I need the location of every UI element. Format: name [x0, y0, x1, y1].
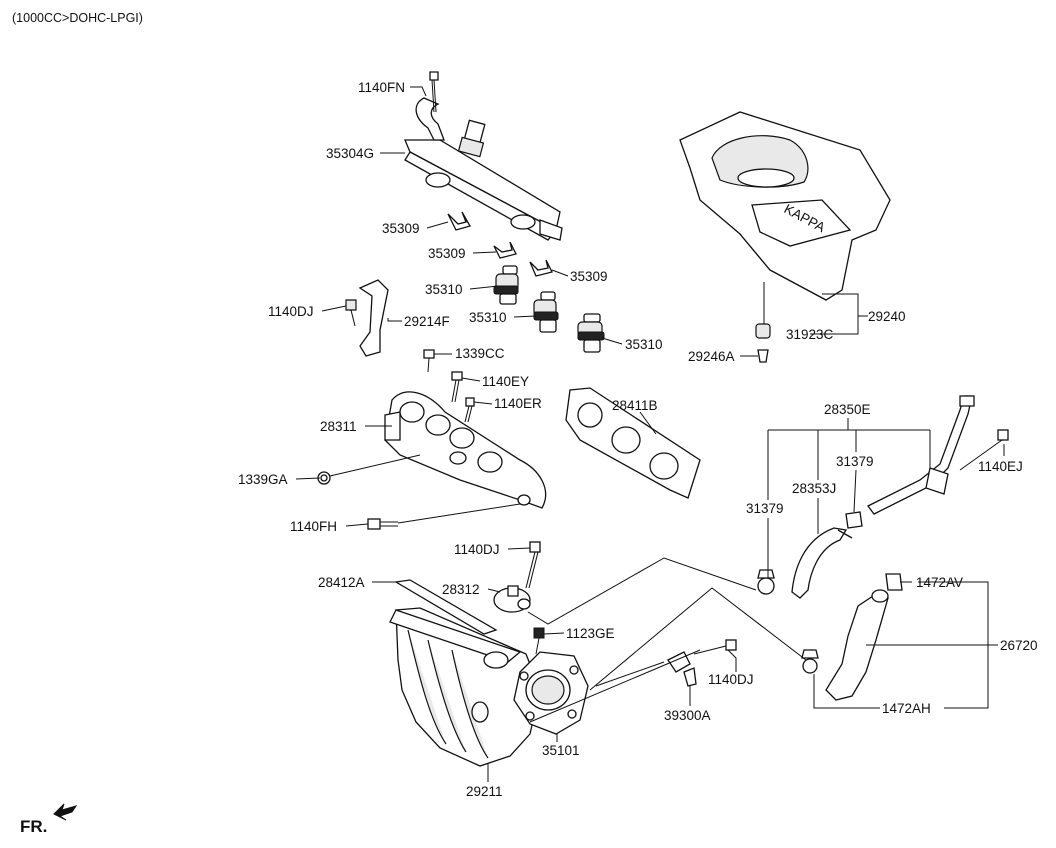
- label-1339ga: 1339GA: [238, 472, 288, 487]
- clamp-1472ah: [801, 649, 819, 674]
- clamp-31379-a: [757, 569, 775, 595]
- label-1339cc: 1339CC: [455, 346, 505, 361]
- label-35310-c: 35310: [625, 337, 663, 352]
- clamp-31379-b: [845, 511, 863, 529]
- label-35310-b: 35310: [469, 310, 507, 325]
- gasket-28412a: [394, 579, 498, 635]
- label-1140dj-a: 1140DJ: [268, 304, 314, 319]
- bolt-1123ge: [533, 627, 545, 655]
- hose-28353j: [791, 527, 853, 599]
- clip-35309-a: [447, 211, 471, 231]
- label-35309-a: 35309: [382, 221, 420, 236]
- injector-35310-a: [493, 265, 519, 305]
- label-28350e: 28350E: [824, 402, 871, 417]
- label-28412a: 28412A: [318, 575, 365, 590]
- label-1140fn: 1140FN: [358, 80, 405, 95]
- intake-manifold-29211: [389, 607, 541, 767]
- label-35309-b: 35309: [428, 246, 466, 261]
- gasket-28411b: [565, 387, 701, 499]
- label-35309-c: 35309: [570, 269, 608, 284]
- label-28411b: 28411B: [612, 398, 658, 413]
- hose-26720: [825, 589, 889, 701]
- label-39300a: 39300A: [664, 708, 711, 723]
- label-1140er: 1140ER: [494, 396, 542, 411]
- label-26720: 26720: [1000, 638, 1038, 653]
- label-31379-b: 31379: [836, 454, 874, 469]
- label-28311: 28311: [320, 419, 357, 434]
- label-1140fh: 1140FH: [290, 519, 337, 534]
- clamp-1472av: [885, 573, 903, 591]
- label-1140ey: 1140EY: [482, 374, 529, 389]
- label-1472av: 1472AV: [916, 575, 963, 590]
- label-29240: 29240: [868, 309, 906, 324]
- label-35310-a: 35310: [425, 282, 463, 297]
- stud-1140ey: [451, 371, 463, 403]
- engine-spec-title: (1000CC>DOHC-LPGI): [12, 11, 143, 25]
- label-28312: 28312: [442, 582, 480, 597]
- nut-1339cc: [423, 349, 435, 373]
- injector-35310-b: [533, 291, 559, 333]
- front-arrow-icon: [53, 803, 78, 821]
- bolt-1140fn: [429, 71, 439, 113]
- bolt-1140ej: [959, 429, 1009, 471]
- exhaust-manifold-28311: [384, 391, 547, 509]
- stud-1140er: [464, 397, 475, 423]
- part-28312: [493, 585, 531, 613]
- clip-35309-c: [529, 259, 553, 277]
- front-direction-indicator: FR.: [20, 803, 78, 836]
- bolt-1140dj-c: [693, 639, 737, 655]
- engine-cover-29240: KAPPA: [679, 111, 891, 301]
- part-labels: 1140FN 35304G 35309 35309 35309 35310 35…: [238, 80, 1038, 799]
- throttle-body-35101: [513, 651, 589, 735]
- bolt-1140dj-b: [525, 541, 541, 589]
- bolt-1140fh: [367, 518, 398, 530]
- pipe-28350e: [867, 395, 975, 515]
- bracket-29214f: [345, 279, 389, 357]
- label-1140ej: 1140EJ: [978, 459, 1023, 474]
- grommet-31923c: [755, 323, 771, 339]
- label-1123ge: 1123GE: [566, 626, 615, 641]
- injector-35310-c: [577, 313, 605, 353]
- label-35101: 35101: [542, 743, 580, 758]
- label-1140dj-b: 1140DJ: [454, 542, 500, 557]
- label-1472ah: 1472AH: [882, 701, 931, 716]
- label-31923c: 31923C: [786, 327, 834, 342]
- label-1140dj-c: 1140DJ: [708, 672, 754, 687]
- label-35304g: 35304G: [326, 146, 374, 161]
- label-31379-a: 31379: [746, 501, 784, 516]
- label-29246a: 29246A: [688, 349, 735, 364]
- label-29211: 29211: [466, 784, 503, 799]
- leader-lines: [295, 86, 1005, 782]
- fuel-rail: [404, 97, 563, 241]
- front-label: FR.: [20, 817, 47, 836]
- label-28353j: 28353J: [792, 481, 836, 496]
- clip-35309-b: [493, 241, 517, 259]
- label-29214f: 29214F: [404, 314, 450, 329]
- grommet-29246a: [757, 349, 769, 363]
